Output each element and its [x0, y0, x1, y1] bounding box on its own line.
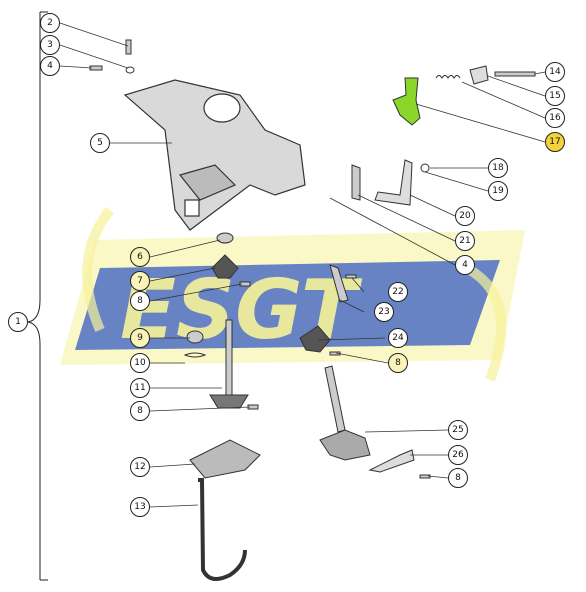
plate-part	[469, 65, 489, 85]
right-parts	[299, 264, 431, 479]
callout-1: 1	[8, 312, 28, 332]
callout-8: 8	[130, 291, 150, 311]
callout-24: 24	[388, 328, 408, 348]
callout-21: 21	[455, 231, 475, 251]
highlighted-part-17	[392, 77, 421, 126]
callout-22: 22	[388, 282, 408, 302]
callout-17: 17	[545, 132, 565, 152]
cam-part	[189, 439, 261, 479]
bolt-part	[494, 71, 536, 77]
callout-23: 23	[374, 302, 394, 322]
callout-4: 4	[455, 255, 475, 275]
callout-14: 14	[545, 62, 565, 82]
callout-2: 2	[40, 13, 60, 33]
callout-10: 10	[130, 353, 150, 373]
assembly-bracket	[27, 12, 41, 580]
callout-8: 8	[448, 468, 468, 488]
callout-11: 11	[130, 378, 150, 398]
leader-lines	[59, 22, 546, 508]
callout-8: 8	[388, 353, 408, 373]
spring-part	[435, 75, 461, 79]
screw-parts	[89, 39, 135, 74]
callout-7: 7	[130, 271, 150, 291]
callout-9: 9	[130, 328, 150, 348]
callout-12: 12	[130, 457, 150, 477]
callout-3: 3	[40, 35, 60, 55]
callout-15: 15	[545, 86, 565, 106]
callout-5: 5	[90, 133, 110, 153]
housing-part	[123, 79, 306, 231]
callout-20: 20	[455, 206, 475, 226]
callout-4: 4	[40, 56, 60, 76]
callout-8: 8	[130, 401, 150, 421]
lever-part	[351, 164, 361, 201]
callout-26: 26	[448, 445, 468, 465]
callout-25: 25	[448, 420, 468, 440]
callout-13: 13	[130, 497, 150, 517]
callout-16: 16	[545, 108, 565, 128]
callout-6: 6	[130, 247, 150, 267]
callout-18: 18	[488, 158, 508, 178]
small-parts	[183, 232, 259, 410]
callout-19: 19	[488, 181, 508, 201]
bracket-part	[374, 159, 413, 206]
hook-part	[198, 478, 247, 581]
